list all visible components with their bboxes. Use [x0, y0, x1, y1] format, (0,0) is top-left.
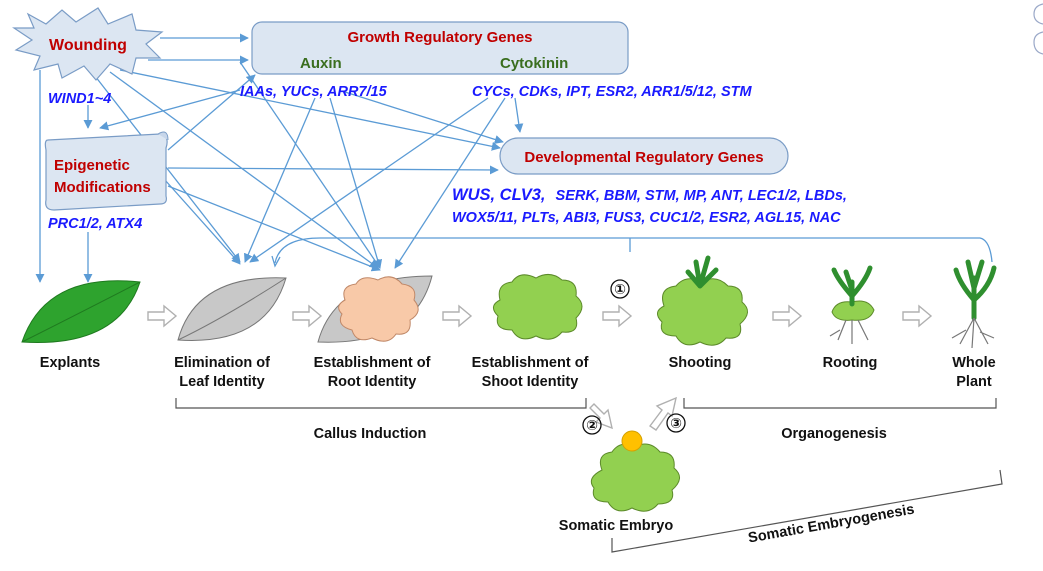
developmental-regulatory-title: Developmental Regulatory Genes [524, 149, 763, 166]
callus-induction-label: Callus Induction [314, 426, 427, 442]
growth-regulatory-box [251, 21, 629, 75]
root-identity-label-line1: Establishment of [314, 355, 431, 371]
svg-text:②: ② [586, 417, 598, 433]
shooting-callus [657, 255, 748, 346]
edge-shape-bottom [1033, 31, 1043, 55]
prc-genes: PRC1/2, ATX4 [48, 216, 142, 232]
dev-genes-rest: SERK, BBM, STM, MP, ANT, LEC1/2, LBDs, [556, 188, 847, 204]
step-2: ② [582, 415, 602, 435]
wounding-label: Wounding [49, 37, 127, 54]
shooting-label: Shooting [669, 355, 732, 371]
stage-arrows [147, 304, 933, 431]
rooting-label: Rooting [823, 355, 878, 371]
epigenetic-label-line2: Modifications [54, 179, 151, 196]
organogenesis-bracket [683, 398, 997, 409]
growth-regulatory-title: Growth Regulatory Genes [347, 29, 532, 46]
svg-text:③: ③ [670, 415, 682, 431]
cytokinin-label: Cytokinin [500, 55, 568, 72]
epigenetic-scroll [44, 131, 169, 211]
grey-leaf [177, 277, 287, 341]
wounding-burst [12, 7, 164, 81]
shoot-identity-label-line2: Shoot Identity [482, 374, 579, 390]
dev-genes-line1: WUS, CLV3, SERK, BBM, STM, MP, ANT, LEC1… [452, 186, 847, 204]
somatic-embryo-label: Somatic Embryo [559, 518, 674, 534]
dev-genes-bracket [274, 237, 993, 264]
whole-plant [951, 259, 997, 349]
rooting-plant [829, 265, 875, 344]
auxin-label: Auxin [300, 55, 342, 72]
step-3: ③ [666, 413, 686, 433]
elimination-label-line2: Leaf Identity [179, 374, 264, 390]
regulatory-arrows [35, 33, 524, 283]
shoot-identity-callus [493, 274, 583, 340]
callus-induction-bracket [175, 398, 587, 409]
shoot-identity-label-line1: Establishment of [472, 355, 589, 371]
somatic-embryo [590, 430, 680, 512]
somatic-embryogenesis-bracket [611, 469, 1003, 553]
wind-genes: WIND1~4 [48, 91, 111, 107]
explants-label: Explants [40, 355, 100, 371]
epigenetic-label-line1: Epigenetic [54, 157, 130, 174]
root-identity-label-line2: Root Identity [328, 374, 417, 390]
explant-leaf [21, 280, 141, 343]
svg-text:①: ① [614, 281, 626, 297]
dev-genes-line2: WOX5/11, PLTs, ABI3, FUS3, CUC1/2, ESR2,… [452, 210, 841, 226]
auxin-genes: IAAs, YUCs, ARR7/15 [240, 84, 388, 100]
elimination-label-line1: Elimination of [174, 355, 270, 371]
cytokinin-genes: CYCs, CDKs, IPT, ESR2, ARR1/5/12, STM [472, 84, 753, 100]
dev-genes-core: WUS, CLV3, [452, 186, 546, 204]
root-identity-callus [317, 275, 433, 343]
whole-plant-label-line2: Plant [956, 374, 992, 390]
developmental-regulatory-box [499, 137, 789, 175]
step-1: ① [610, 279, 630, 299]
organogenesis-label: Organogenesis [781, 426, 887, 442]
whole-plant-label-line1: Whole [952, 355, 996, 371]
edge-shape-top [1033, 3, 1043, 25]
